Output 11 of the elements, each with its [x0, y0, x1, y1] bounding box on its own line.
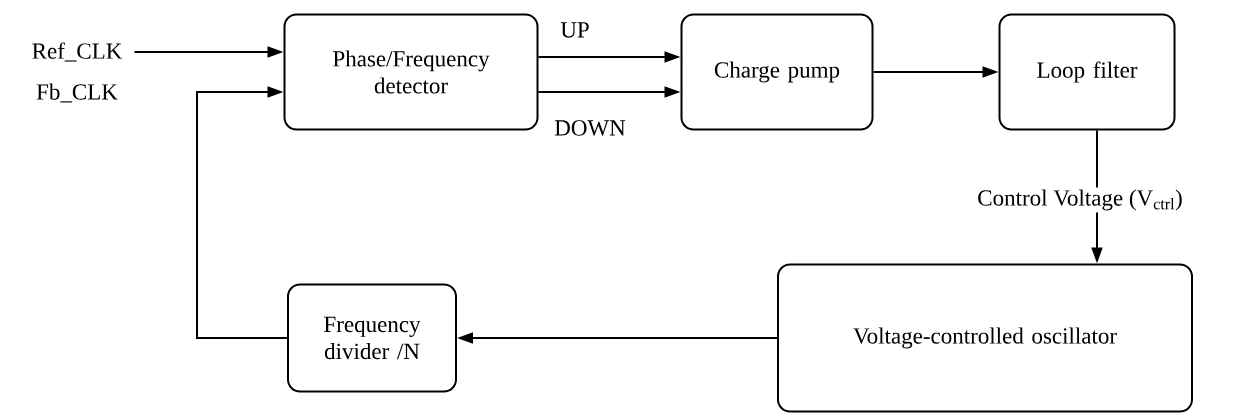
- process-box: Charge pump: [680, 13, 874, 131]
- signal-label: Ref_CLK: [32, 42, 123, 62]
- edge-label: UP: [558, 20, 592, 40]
- process-box: Frequency divider /N: [287, 283, 457, 393]
- edge-label: Control Voltage (V$_{ctrl}$): [975, 187, 1185, 213]
- arrow: [196, 86, 288, 339]
- edge-label: DOWN: [552, 118, 628, 138]
- process-box: Loop filter: [998, 13, 1176, 131]
- process-box: Phase/Frequency detector: [283, 13, 539, 131]
- process-box: Voltage-controlled oscillator: [777, 263, 1193, 413]
- edge-label: Fb_CLK: [34, 81, 120, 105]
